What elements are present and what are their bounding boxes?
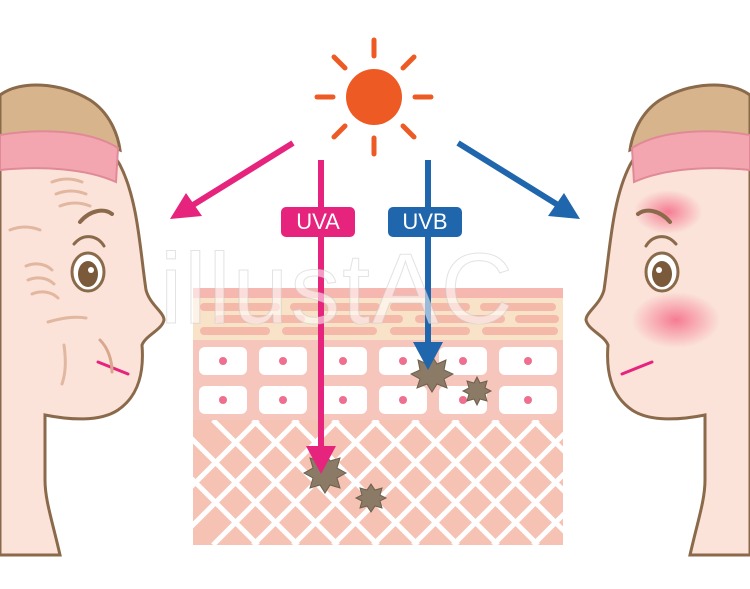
spot-icon [302,355,493,513]
cheek-redness [632,292,720,348]
keratin-layers [200,303,559,335]
left-face-aged [0,83,166,557]
forehead-wrinkles [8,177,92,386]
uvb-diagonal-arrow-icon [456,140,580,219]
uvb-label: UVB [388,207,462,237]
forehead-redness [634,190,702,234]
right-face-sunburned [584,83,750,557]
uva-diagonal-arrow-icon [170,140,295,219]
sun-icon [314,37,434,157]
skin-surface-layer [193,288,563,298]
uvb-arrow-icon [413,160,443,370]
dermis-layer [193,420,563,545]
left-headband [0,130,120,184]
right-mouth [620,360,654,376]
skin-cross-section [193,288,563,545]
uva-label: UVA [281,207,355,237]
right-headband [630,130,750,184]
epidermal-cells [199,347,557,414]
